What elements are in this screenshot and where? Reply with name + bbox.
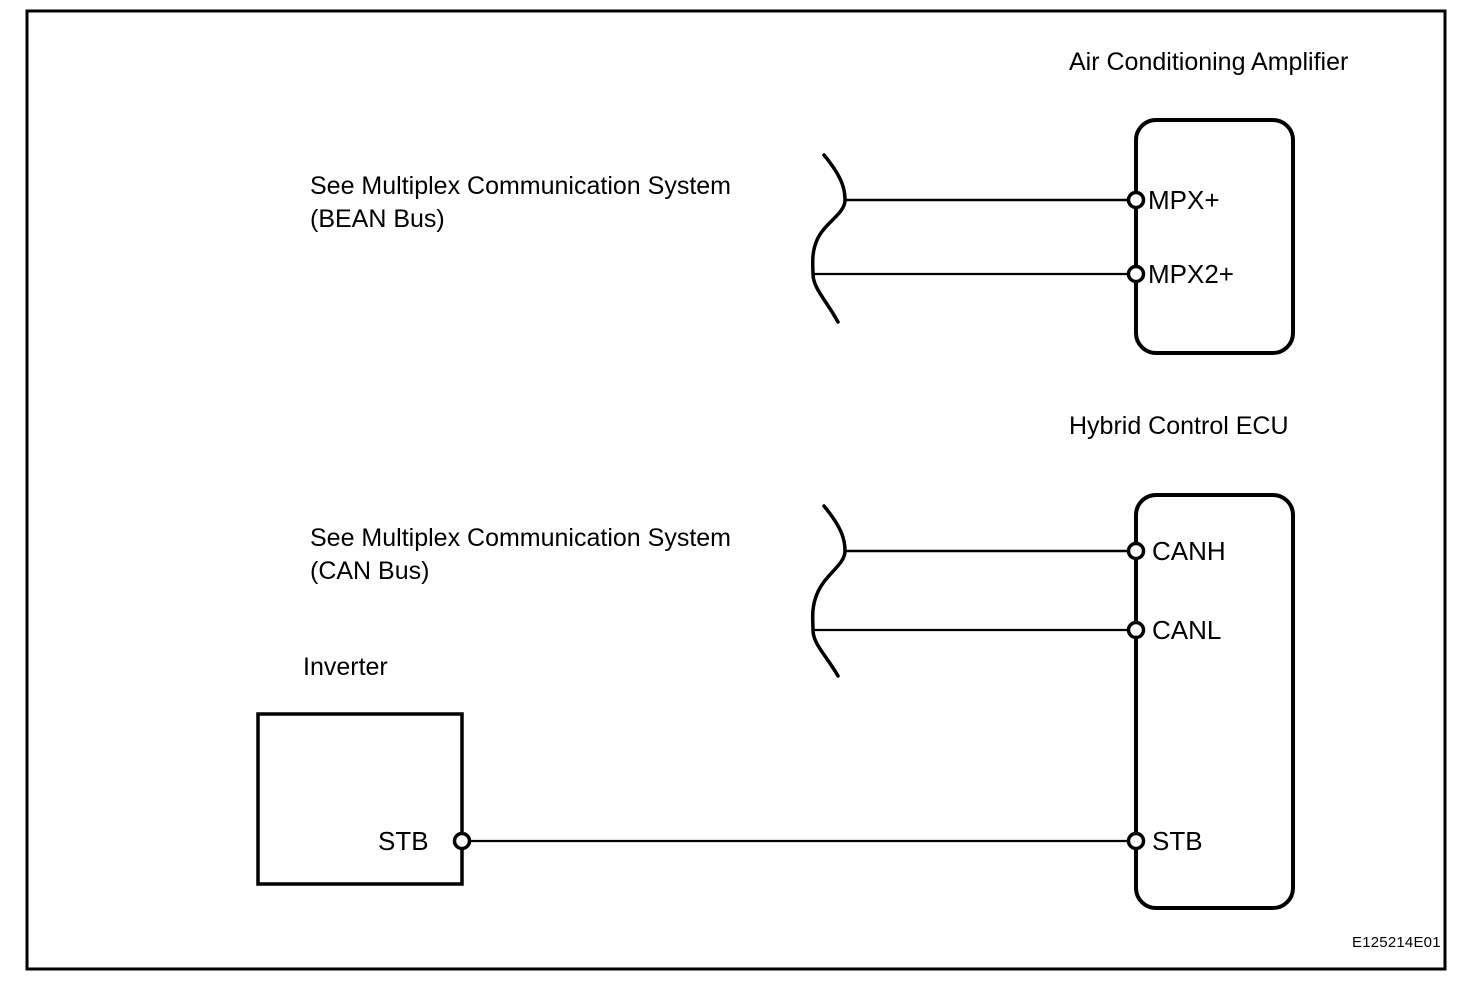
can-bus-note-line2: (CAN Bus): [310, 557, 430, 585]
pin-label-canh: CANH: [1152, 536, 1226, 566]
pin-label-stb-ecu: STB: [1152, 826, 1203, 856]
bean-bus-note-line1: See Multiplex Communication System: [310, 172, 731, 200]
pin-label-mpx2-plus: MPX2+: [1148, 259, 1234, 289]
pin-label-mpx-plus: MPX+: [1148, 185, 1220, 215]
bean-bus-note-line2: (BEAN Bus): [310, 205, 445, 233]
pin-terminal-canl: [1126, 620, 1146, 640]
pin-terminal-mpx-plus: [1126, 190, 1146, 210]
pin-terminal-canh: [1126, 541, 1146, 561]
air-conditioning-amplifier-title: Air Conditioning Amplifier: [1069, 48, 1349, 76]
inverter-box: [256, 712, 464, 886]
inverter-title: Inverter: [303, 653, 388, 681]
page-frame: [25, 9, 1447, 971]
can-bus-brace-icon: [810, 504, 847, 678]
pin-terminal-stb-ecu: [1126, 831, 1146, 851]
pin-terminal-mpx2-plus: [1126, 264, 1146, 284]
bean-bus-brace-icon: [810, 153, 847, 324]
reference-code: E125214E01: [1352, 934, 1441, 951]
hybrid-control-ecu-title: Hybrid Control ECU: [1069, 412, 1289, 440]
pin-terminal-stb-inverter: [452, 831, 472, 851]
hybrid-control-ecu-box: [1134, 493, 1295, 910]
pin-label-stb-inverter: STB: [378, 826, 429, 856]
can-bus-note-line1: See Multiplex Communication System: [310, 524, 731, 552]
pin-label-canl: CANL: [1152, 615, 1222, 645]
air-conditioning-amplifier-box: [1134, 118, 1295, 355]
